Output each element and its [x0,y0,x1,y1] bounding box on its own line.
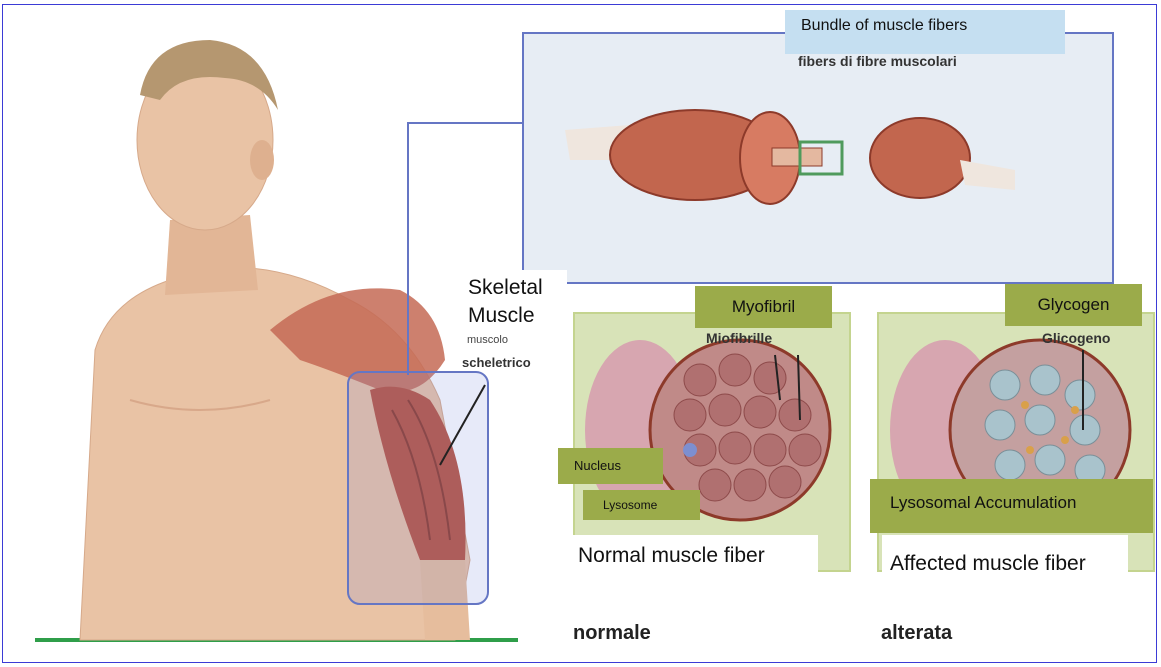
bundle-original-label: fibers di fibre muscolari [798,53,957,69]
glycogen-original-label: Glicogeno [1042,330,1110,346]
normal-fiber-label: Normal muscle fiber [572,535,818,615]
alterata-label: alterata [881,622,952,645]
skeletal-muscle-label: Skeletal Muscle [462,270,567,340]
skeletal-original-label-1: muscolo [467,334,508,346]
affected-fiber-label: Affected muscle fiber [882,535,1128,615]
lysosomal-accumulation-label: Lysosomal Accumulation [870,479,1153,533]
skeletal-original-label-2: scheletrico [462,355,531,370]
glycogen-label: Glycogen [1005,284,1142,326]
myofibril-label: Myofibril [695,286,832,328]
normale-label: normale [573,622,651,645]
myofibril-original-label: Miofibrille [706,330,772,346]
arm-highlight-box [348,372,488,604]
bundle-label: Bundle of muscle fibers [785,10,1065,54]
lysosome-label: Lysosome [583,490,700,520]
nucleus-label: Nucleus [558,448,663,484]
